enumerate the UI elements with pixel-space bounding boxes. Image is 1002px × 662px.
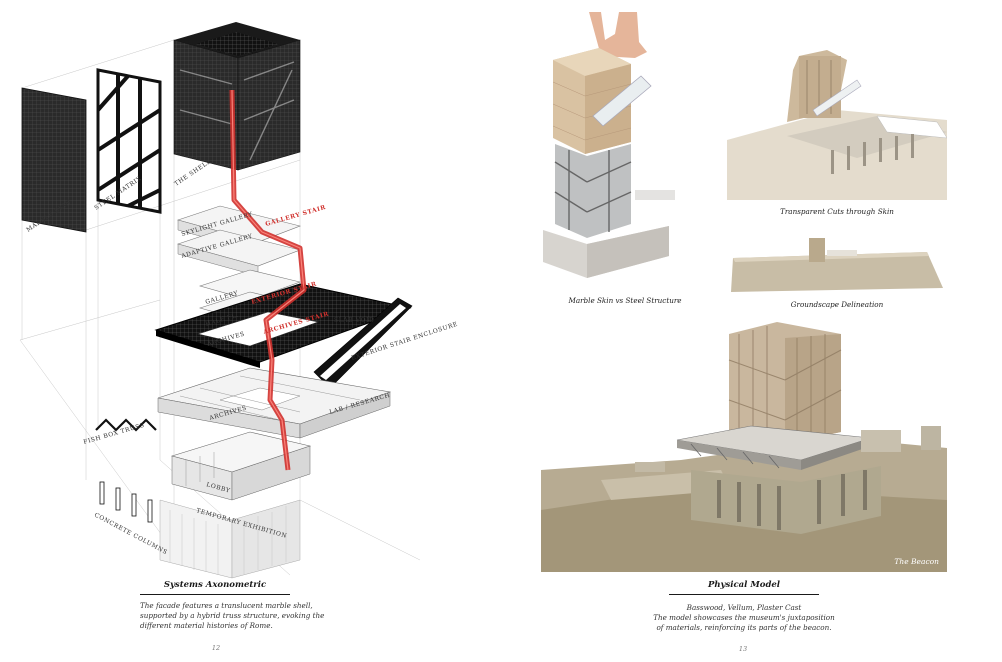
label-the-shell: THE SHELL	[173, 158, 212, 188]
label-fish-box-truss: FISH BOX TRUSS	[83, 422, 146, 446]
steel-matrix	[96, 68, 162, 214]
left-page-number: 12	[211, 644, 221, 652]
marble-skin-panel	[21, 87, 87, 233]
right-caption-line: of materials, reinforcing its parts of t…	[656, 622, 832, 632]
archives-lab-level	[157, 367, 392, 439]
right-page-number: 13	[738, 645, 748, 653]
hand-image	[589, 12, 647, 58]
photo-transparent-cuts	[727, 50, 947, 200]
photo-caption-groundscape: Groundscape Delineation	[790, 300, 884, 309]
left-caption-line: different material histories of Rome.	[140, 620, 273, 630]
lobby-level	[170, 431, 312, 501]
systems-axonometric-drawing: MARBLE SKIN STEEL MATRIX THE SHELL SKYLI…	[19, 22, 459, 579]
photo-caption-transparent-cuts: Transparent Cuts through Skin	[780, 207, 894, 216]
photo-caption-marble-vs-steel: Marble Skin vs Steel Structure	[568, 296, 682, 305]
left-page: MARBLE SKIN STEEL MATRIX THE SHELL SKYLI…	[19, 22, 459, 652]
circulation-path	[229, 89, 307, 471]
temporary-exhibition-base	[159, 499, 301, 579]
slab-void-opening	[196, 311, 320, 347]
right-caption-line: The model showcases the museum's juxtapo…	[653, 612, 835, 622]
right-caption-title: Physical Model	[707, 580, 781, 590]
the-shell	[173, 22, 301, 171]
concrete-columns	[99, 481, 153, 523]
label-gallery-stair: GALLERY STAIR	[265, 204, 328, 228]
photo-caption-the-beacon: The Beacon	[894, 557, 939, 566]
right-caption-rule	[669, 594, 819, 595]
photo-marble-vs-steel	[539, 12, 711, 290]
right-caption-body: Basswood, Vellum, Plaster Cast The model…	[619, 603, 869, 632]
photo-groundscape	[727, 232, 947, 294]
right-page: Marble Skin vs Steel Structure Transpare…	[501, 0, 1002, 662]
left-caption-rule	[140, 594, 290, 595]
left-caption-title: Systems Axonometric	[163, 580, 267, 590]
photo-the-beacon: The Beacon	[541, 320, 947, 572]
left-caption-line: supported by a hybrid truss structure, e…	[140, 610, 325, 620]
left-caption-body: The facade features a translucent marble…	[140, 601, 340, 630]
label-slab-void: SLAB VOID	[334, 317, 374, 324]
label-concrete-columns: CONCRETE COLUMNS	[93, 512, 169, 557]
left-caption-line: The facade features a translucent marble…	[140, 601, 313, 610]
right-caption-line: Basswood, Vellum, Plaster Cast	[686, 603, 802, 612]
fish-box-truss	[95, 418, 157, 432]
